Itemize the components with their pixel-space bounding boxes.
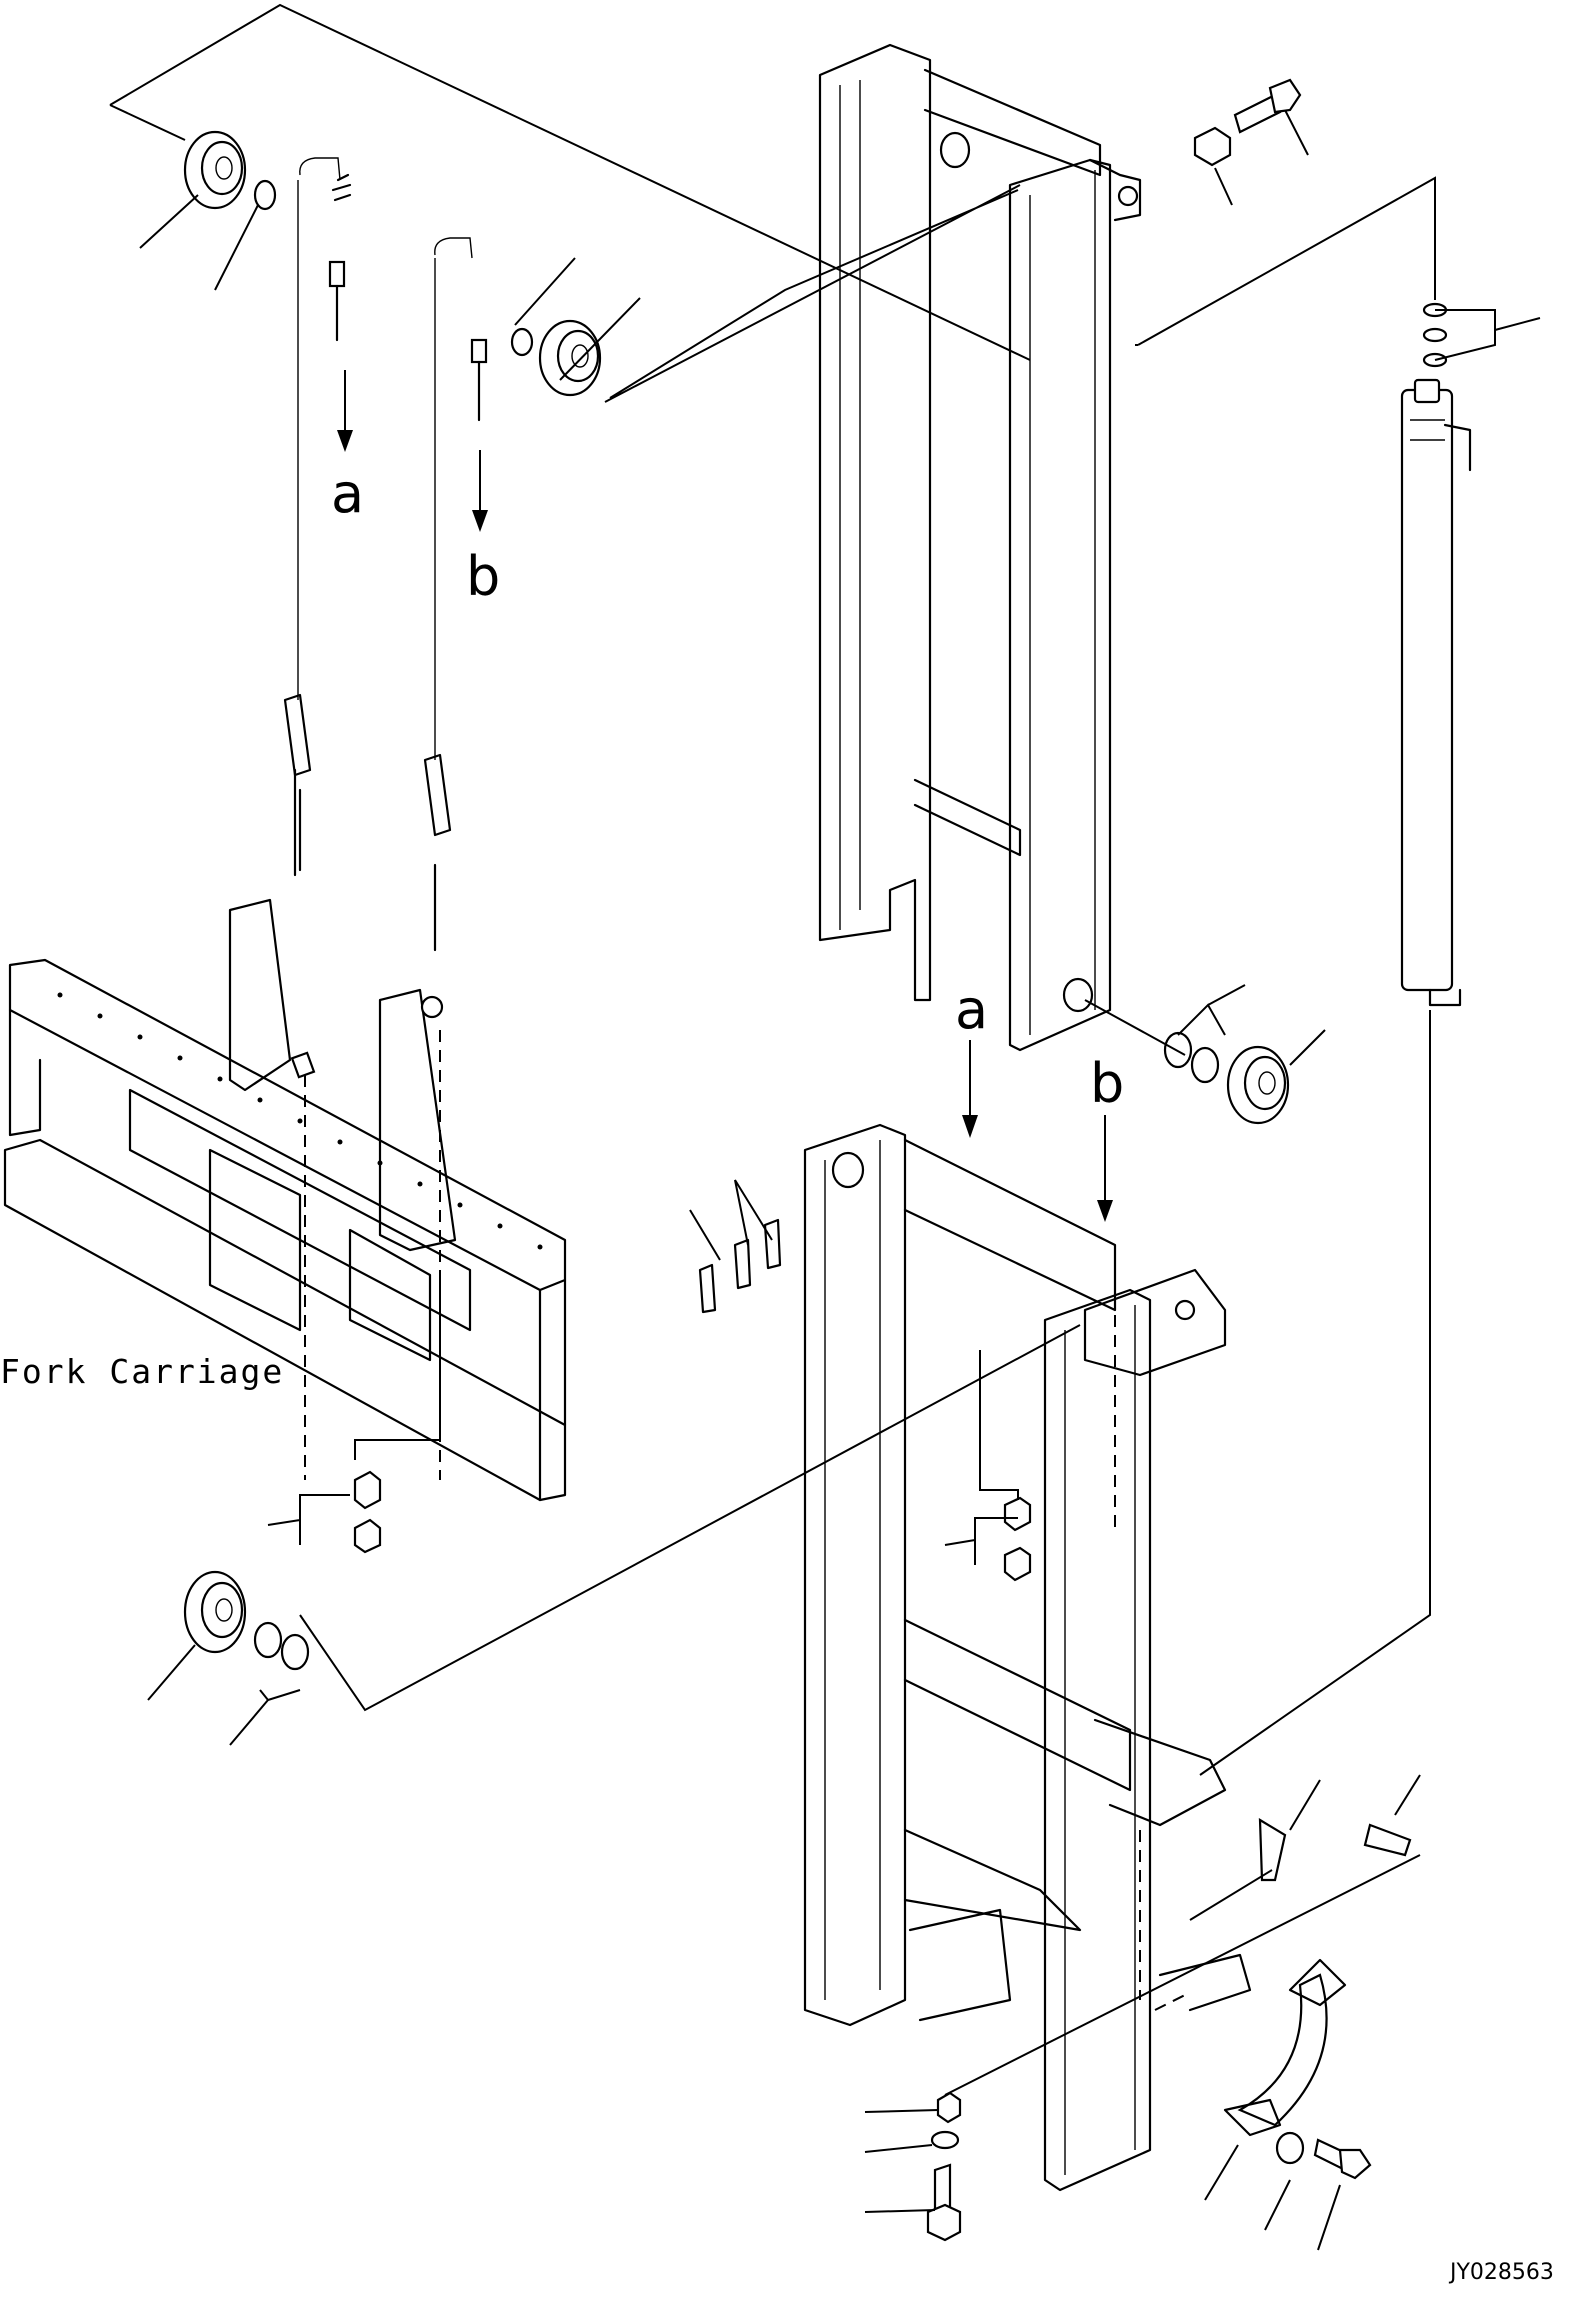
fork-carriage <box>3 898 567 1502</box>
shim-rings <box>253 179 1448 2165</box>
cylinder-support-bracket <box>1223 1958 1347 2137</box>
roller-bearing-mid-right <box>1226 1045 1290 1125</box>
roller-bearing-top-left <box>183 130 247 210</box>
roller-bearing-left <box>183 1570 247 1654</box>
chain-label-a-top: a <box>331 462 365 525</box>
chain-label-a-bottom: a <box>955 978 989 1041</box>
chain-label-b-top: b <box>466 545 501 608</box>
fork-carriage-label: Fork Carriage <box>0 1352 285 1391</box>
fasteners <box>353 78 1412 2242</box>
lift-cylinder <box>1400 378 1472 1007</box>
chain-arrows <box>337 370 1113 1222</box>
lift-chain-left <box>283 157 352 877</box>
drawing-code: JY028563 <box>1450 2260 1554 2285</box>
inner-mast-lower <box>803 1123 1252 2192</box>
roller-bearing-top-center <box>538 319 602 397</box>
dashed-alignment <box>304 1030 1186 2011</box>
leader-lines <box>109 3 1541 2251</box>
chain-clips <box>698 1218 782 1314</box>
chain-label-b-bottom: b <box>1090 1052 1125 1115</box>
outer-mast-upper <box>818 43 1142 1052</box>
lift-chain-right <box>423 237 488 952</box>
